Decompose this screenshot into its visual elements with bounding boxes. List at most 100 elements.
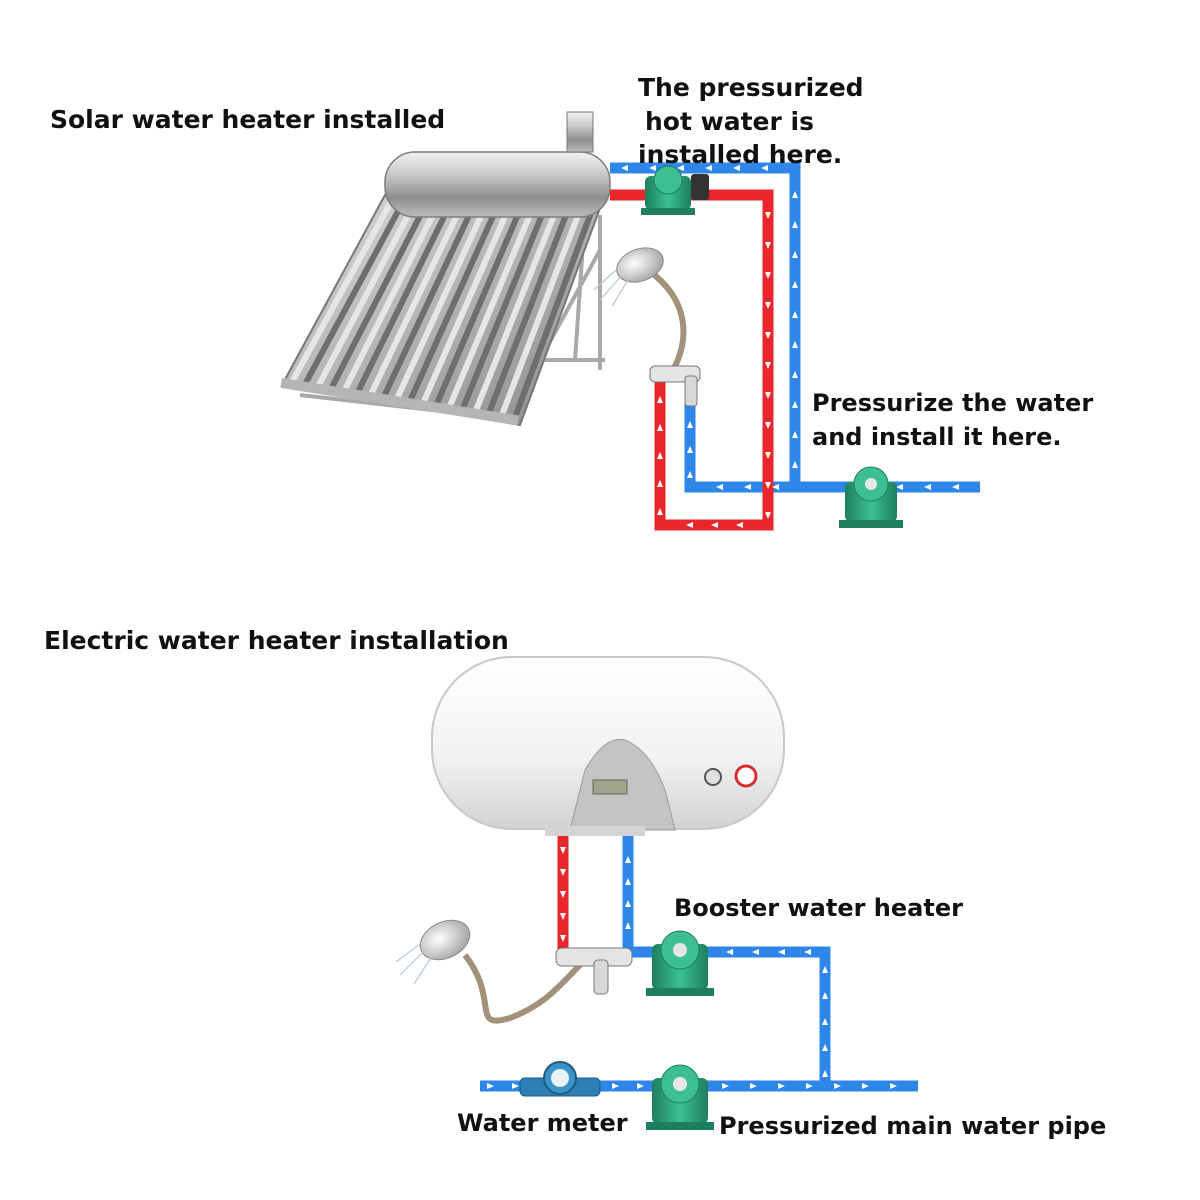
flow-arrow — [804, 949, 811, 955]
flow-arrow — [822, 992, 828, 999]
mixer-handle — [684, 375, 698, 407]
water-meter — [519, 1061, 601, 1097]
electric-shower — [395, 919, 633, 1024]
flow-arrow — [677, 165, 684, 171]
flow-arrow — [765, 512, 771, 519]
flow-arrow — [560, 869, 566, 876]
flow-arrow — [792, 401, 798, 408]
vacuum-tube — [380, 201, 478, 401]
flow-arrow — [705, 165, 712, 171]
flow-arrow — [792, 431, 798, 438]
flow-arrow — [890, 1083, 897, 1089]
vacuum-tube — [341, 199, 443, 394]
shower-head — [616, 247, 664, 283]
booster-pump — [646, 930, 714, 996]
flow-arrow — [687, 421, 693, 428]
vacuum-tube — [367, 200, 466, 399]
solar-section-title: Solar water heater installed — [50, 105, 445, 134]
shower-head-electric — [419, 919, 471, 961]
flow-arrow — [896, 484, 903, 490]
pump-top-label-line3: installed here. — [638, 140, 842, 169]
flow-arrow — [625, 922, 631, 929]
flow-arrow — [924, 484, 931, 490]
flow-arrow — [657, 452, 663, 459]
vacuum-tube — [511, 207, 595, 423]
vacuum-tube — [328, 198, 431, 392]
flow-arrow — [834, 1083, 841, 1089]
vacuum-tube — [471, 205, 560, 417]
flow-arrow — [792, 461, 798, 468]
vacuum-tube — [354, 199, 454, 397]
flow-arrow — [765, 482, 771, 489]
flow-arrow — [657, 508, 663, 515]
pump-top — [641, 165, 709, 215]
flow-arrow — [687, 446, 693, 453]
booster-label: Booster water heater — [674, 894, 963, 922]
electric-water-heater — [431, 656, 785, 836]
shower-hose — [646, 267, 687, 374]
flow-arrow — [733, 165, 740, 171]
vacuum-tube — [406, 202, 501, 406]
flow-arrow — [560, 935, 566, 942]
water-meter-label: Water meter — [457, 1109, 628, 1137]
solar-shower — [593, 247, 701, 407]
flow-arrow — [560, 847, 566, 854]
flow-arrow — [792, 371, 798, 378]
main-line-pump — [646, 1064, 714, 1130]
flow-arrow — [637, 1083, 644, 1089]
solar-tank — [384, 151, 611, 218]
flow-arrow — [822, 966, 828, 973]
flow-arrow — [716, 484, 723, 490]
vacuum-tube — [445, 204, 537, 412]
flow-arrow — [772, 484, 779, 490]
pump-main-label-line1: Pressurize the water — [812, 389, 1093, 417]
flow-arrow — [778, 949, 785, 955]
flow-arrow — [687, 471, 693, 478]
flow-arrow — [744, 484, 751, 490]
vacuum-tube — [497, 206, 584, 421]
solar-pipes — [610, 162, 980, 531]
solar-hot-pipe — [610, 189, 774, 531]
flow-arrow — [726, 949, 733, 955]
flow-arrow — [761, 165, 768, 171]
solar-water-heater — [280, 111, 611, 427]
shower-hose-electric — [462, 953, 583, 1024]
electric-section-title: Electric water heater installation — [44, 626, 509, 655]
heater-gauge-icon — [704, 768, 722, 786]
flow-arrow — [765, 212, 771, 219]
flow-arrow — [792, 221, 798, 228]
vacuum-tube — [393, 201, 490, 403]
flow-arrow — [752, 949, 759, 955]
flow-arrow — [792, 191, 798, 198]
flow-arrow — [806, 1083, 813, 1089]
flow-arrow — [822, 1044, 828, 1051]
vacuum-tube — [419, 202, 513, 408]
flow-arrows — [621, 165, 959, 528]
flow-arrow — [765, 272, 771, 279]
solar-bottom-rail — [280, 378, 520, 426]
flow-arrow — [686, 522, 693, 528]
flow-arrow — [657, 424, 663, 431]
flow-arrow — [765, 242, 771, 249]
flow-arrow — [649, 165, 656, 171]
heater-display — [592, 779, 628, 795]
pump-top-label-line2: hot water is — [645, 107, 814, 136]
vacuum-tubes — [289, 197, 595, 423]
flow-arrow — [722, 1083, 729, 1089]
flow-arrows — [487, 847, 897, 1089]
main-pipe-label: Pressurized main water pipe — [719, 1112, 1106, 1140]
pump-top-label-line1: The pressurized — [638, 73, 864, 102]
flow-arrow — [765, 452, 771, 459]
flow-arrow — [560, 913, 566, 920]
flow-arrow — [736, 522, 743, 528]
vacuum-tube — [315, 198, 419, 390]
mixer-handle-electric — [593, 959, 609, 995]
flow-arrow — [862, 1083, 869, 1089]
vacuum-tube — [302, 197, 407, 388]
flow-arrow — [625, 856, 631, 863]
shower-spray — [593, 269, 629, 307]
heater-safety-icon — [734, 764, 758, 788]
flow-arrow — [792, 341, 798, 348]
pump-main-label-line2: and install it here. — [812, 423, 1062, 451]
flow-arrow — [487, 1083, 494, 1089]
